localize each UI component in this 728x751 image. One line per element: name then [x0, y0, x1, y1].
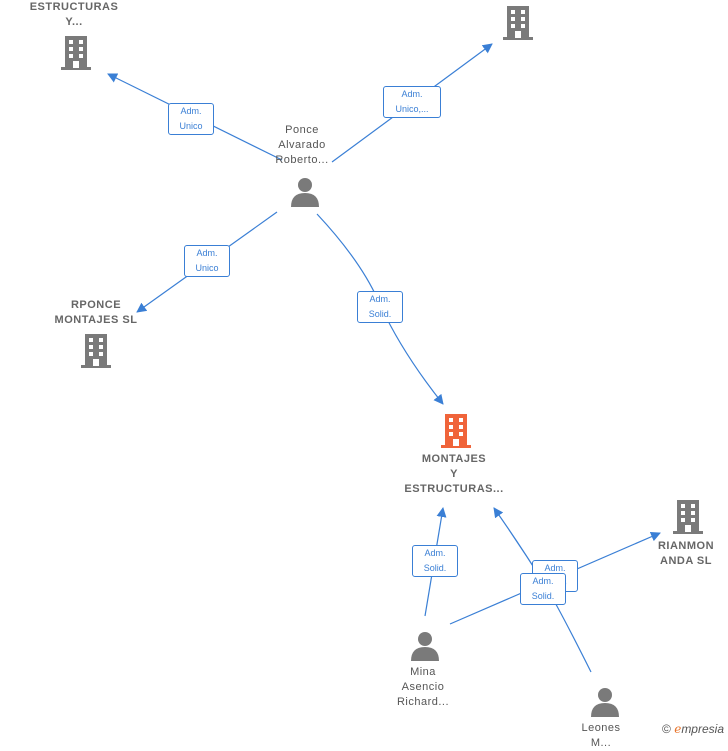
edge-label-line: Adm.: [180, 106, 202, 116]
node-label-line: MONTAJES: [421, 453, 487, 465]
node-label-line: Y: [450, 468, 458, 480]
node-label-line: Ponce: [285, 124, 319, 136]
edge-label-line: Unico: [179, 121, 203, 131]
node-label-ponce[interactable]: Ponce Alvarado Roberto...: [252, 123, 352, 168]
node-label-rponce[interactable]: RPONCE MONTAJES SL: [38, 298, 154, 328]
brand-name-initial: e: [674, 722, 682, 736]
node-label-line: MONTAJES SL: [54, 314, 138, 326]
node-label-line: Richard...: [396, 696, 450, 708]
node-label-line: RPONCE: [70, 299, 122, 311]
node-label-rianmon[interactable]: RIANMON ANDA SL: [650, 539, 722, 569]
edge-label-ponce-top-right[interactable]: Adm. Unico,...: [383, 86, 441, 118]
person-icon-mina[interactable]: [410, 630, 440, 667]
edge-label-line: Adm.: [532, 576, 554, 586]
edge-label-line: Unico,...: [395, 104, 429, 114]
node-label-line: Roberto...: [275, 154, 329, 166]
node-label-line: ESTRUCTURAS...: [404, 483, 504, 495]
node-label-line: Y...: [65, 16, 83, 28]
edge-label-line: Adm.: [369, 294, 391, 304]
node-label-line: ANDA SL: [660, 555, 712, 567]
edge-label-line: Unico: [195, 263, 219, 273]
edge-label-line: Solid.: [531, 591, 555, 601]
node-label-leones[interactable]: Leones M...: [566, 721, 636, 751]
brand-logo: © empresia: [662, 722, 724, 736]
edge-label-line: Solid.: [368, 309, 392, 319]
node-label-line: Leones: [581, 722, 621, 734]
node-label-line: ESTRUCTURAS: [29, 1, 119, 13]
node-label-line: Mina: [410, 666, 436, 678]
edge-label-line: Adm.: [424, 548, 446, 558]
edge-label-ponce-estructuras[interactable]: Adm. Unico: [168, 103, 214, 135]
edge-label-line: Adm.: [544, 563, 566, 573]
person-icon-ponce[interactable]: [290, 176, 320, 213]
edge-label-leones-montajes[interactable]: Adm. Solid.: [520, 573, 566, 605]
building-icon-rponce[interactable]: [81, 334, 111, 373]
node-label-mina[interactable]: Mina Asencio Richard...: [378, 665, 468, 710]
building-icon-estructuras-y[interactable]: [61, 36, 91, 75]
node-label-estructuras-y[interactable]: ESTRUCTURAS Y...: [16, 0, 132, 30]
edge-label-line: Solid.: [423, 563, 447, 573]
brand-name-rest: mpresia: [681, 722, 724, 736]
edge-label-mina-montajes[interactable]: Adm. Solid.: [412, 545, 458, 577]
edge-label-ponce-rponce[interactable]: Adm. Unico: [184, 245, 230, 277]
node-label-montajes[interactable]: MONTAJES Y ESTRUCTURAS...: [384, 452, 524, 497]
building-icon-top-right[interactable]: [503, 6, 533, 45]
edge-label-line: Adm.: [196, 248, 218, 258]
building-icon-montajes-main[interactable]: [441, 414, 471, 453]
copyright-symbol: ©: [662, 722, 671, 736]
edge-label-ponce-montajes[interactable]: Adm. Solid.: [357, 291, 403, 323]
building-icon-rianmon[interactable]: [673, 500, 703, 539]
node-label-line: RIANMON: [657, 540, 715, 552]
node-label-line: M...: [590, 737, 612, 749]
edge-label-line: Adm.: [401, 89, 423, 99]
person-icon-leones[interactable]: [590, 686, 620, 723]
node-label-line: Asencio: [401, 681, 445, 693]
node-label-line: Alvarado: [278, 139, 326, 151]
